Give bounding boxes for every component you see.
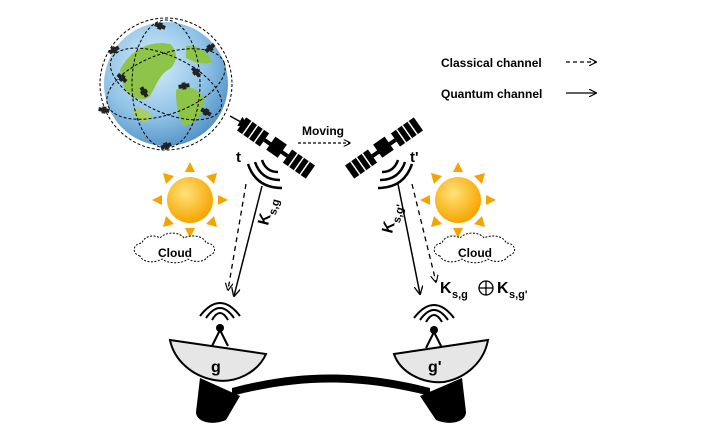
- legend-quantum-label: Quantum channel: [441, 87, 542, 101]
- legend: Classical channel Quantum channel: [441, 56, 596, 101]
- svg-text:s,g: s,g: [452, 289, 468, 301]
- time-right-label: t': [410, 149, 419, 166]
- ground-station-right-icon: g': [392, 304, 490, 423]
- classical-channel-right: [411, 183, 436, 282]
- satellite-right-icon: [345, 117, 423, 179]
- svg-text:s,g: s,g: [267, 198, 282, 216]
- key-left-label: K s,g: [255, 198, 282, 227]
- station-left-label: g: [211, 359, 221, 376]
- satellite-left-signal-icon: [246, 159, 283, 190]
- legend-classical-label: Classical channel: [441, 56, 542, 70]
- svg-text:K: K: [379, 219, 398, 235]
- classical-channel-left: [228, 183, 247, 290]
- svg-text:K: K: [440, 280, 452, 297]
- sun-right-icon: [420, 162, 496, 238]
- station-right-label: g': [428, 359, 442, 376]
- satellite-left-icon: [237, 117, 315, 179]
- svg-text:s,g': s,g': [391, 203, 407, 224]
- cloud-left-label: Cloud: [158, 246, 192, 260]
- quantum-channel-left: [234, 185, 263, 296]
- earth-globe-icon: [98, 17, 233, 151]
- cloud-right-label: Cloud: [458, 246, 492, 260]
- moving-label: Moving: [302, 124, 344, 138]
- key-right-label: K s,g': [379, 203, 407, 235]
- ground-station-left-icon: g: [168, 302, 268, 423]
- svg-text:K: K: [497, 280, 509, 297]
- svg-text:s,g': s,g': [509, 289, 528, 301]
- quantum-channel-right: [397, 183, 420, 294]
- xor-icon: [478, 280, 494, 296]
- cloud-left-icon: Cloud: [133, 232, 215, 264]
- time-left-label: t: [236, 149, 241, 166]
- satellite-right-signal-icon: [377, 159, 414, 190]
- cloud-right-icon: Cloud: [433, 232, 515, 264]
- sun-left-icon: [152, 162, 228, 238]
- ground-link-bridge: [232, 374, 430, 396]
- combined-key-label: K s,g K s,g': [440, 280, 528, 301]
- svg-text:K: K: [255, 211, 274, 227]
